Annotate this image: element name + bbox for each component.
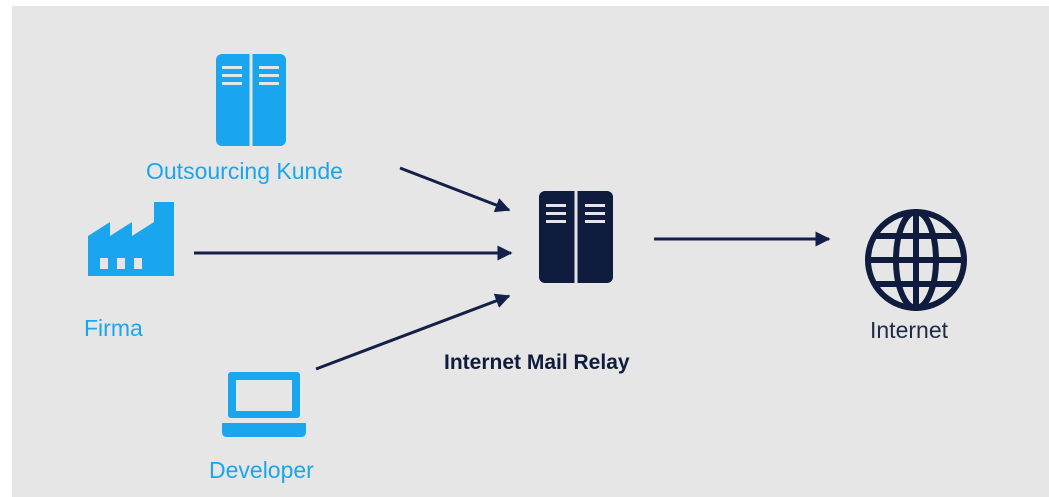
- internet-globe-icon: [865, 209, 967, 311]
- firma-factory-icon: [88, 202, 174, 276]
- developer-laptop-icon: [222, 372, 306, 437]
- outsourcing-server-icon: [216, 54, 286, 146]
- firma-label: Firma: [84, 315, 143, 341]
- internet-mail-relay-label: Internet Mail Relay: [444, 351, 630, 374]
- developer-label: Developer: [209, 457, 314, 483]
- internet-label: Internet: [870, 317, 948, 343]
- relay-server-icon: [539, 191, 613, 283]
- arrow-outsourcing-to-relay: [399, 166, 511, 213]
- arrow-developer-to-relay: [315, 293, 511, 371]
- diagram-background: [12, 6, 1049, 497]
- outsourcing-kunde-label: Outsourcing Kunde: [146, 158, 343, 184]
